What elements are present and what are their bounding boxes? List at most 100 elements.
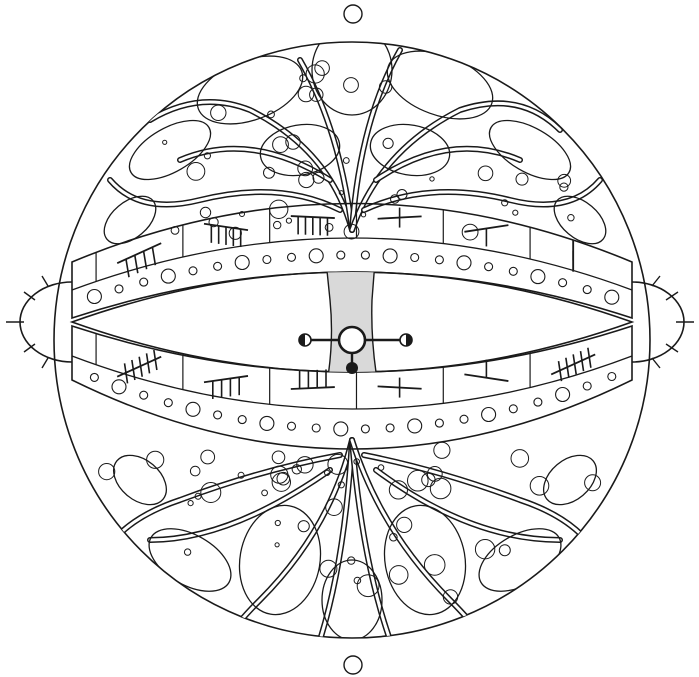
band-bead [260,416,274,430]
bubble [187,163,205,181]
bubble [188,501,193,506]
band-bead [556,388,570,402]
band-bead [337,251,345,259]
bubble [424,555,445,576]
bubble [344,78,359,93]
trunk [318,222,386,422]
band-bead [559,279,567,287]
bubble [397,517,412,532]
rune-stroke [126,259,129,277]
root-inner [352,440,490,650]
bubble [200,207,210,217]
rune-stem [204,376,248,382]
bubble [274,221,281,228]
bubble [275,543,279,547]
band-bead [408,419,422,433]
top-pole-dot [344,5,362,23]
bubble [147,451,164,468]
band-bead [189,267,197,275]
right-sun-arc [632,276,694,368]
bubble [478,166,493,181]
band-bead [164,399,172,407]
bubble [325,224,333,232]
band-bead [288,253,296,261]
bubble [530,477,549,496]
leaf-lobe [312,25,392,115]
tree-canopy [95,25,614,253]
bubble [272,451,285,464]
tree-roots [99,440,606,650]
band-bead [435,256,443,264]
bubble [408,470,429,491]
bubble [286,218,291,223]
bubble [163,140,167,144]
band-bead [115,285,123,293]
band-bead [112,380,126,394]
bubble [201,450,215,464]
band-bead [288,422,296,430]
bubble [270,200,288,218]
left-half-dot [299,334,311,346]
band-bead [263,256,271,264]
bubble [298,521,309,532]
band-bead [411,254,419,262]
band-bead [214,411,222,419]
rune-stem [291,387,335,389]
band-bead [509,267,517,275]
right-half-dot [400,334,412,346]
bubble [516,173,528,185]
bubble [277,472,290,485]
rune-stroke [152,247,155,265]
central-eye [72,222,632,422]
bubble [383,138,393,148]
bubble [378,465,384,471]
rune-stroke [135,255,138,273]
band-bead [531,270,545,284]
band-bead [460,415,468,423]
band-bead [383,249,397,263]
bubble [184,549,190,555]
root-lobe [534,445,606,514]
bubble [99,464,115,480]
band-bead [386,424,394,432]
root [364,455,600,560]
band-bead [435,419,443,427]
bubble [361,213,365,217]
bubble [430,177,434,181]
band-bead [361,425,369,433]
bottom-filled-dot [346,362,358,374]
root [352,440,490,650]
root [352,440,390,640]
center-ring [339,327,365,353]
band-bead [140,278,148,286]
root-inner [364,455,600,560]
bubble [343,158,349,164]
bubble [558,174,571,187]
band-bead [608,373,616,381]
band-bead [334,422,348,436]
bubble [211,105,226,120]
band-bead [583,382,591,390]
center-symbol [299,327,412,374]
band-bead [214,262,222,270]
bubble [499,545,510,556]
band-bead [90,373,98,381]
leaf-lobe [188,43,312,137]
band-bead [87,290,101,304]
band-bead [235,256,249,270]
bubble [190,466,200,476]
band-bead [238,416,246,424]
band-bead [140,391,148,399]
band-bead [361,251,369,259]
bubble [298,86,314,102]
band-bead [534,398,542,406]
band-bead [485,263,493,271]
bubble [430,478,451,499]
bubble [262,490,268,496]
band-bead [186,402,200,416]
left-sun-arc [6,276,72,368]
bubble [275,520,280,525]
bubble [389,566,408,585]
band-bead [161,269,175,283]
